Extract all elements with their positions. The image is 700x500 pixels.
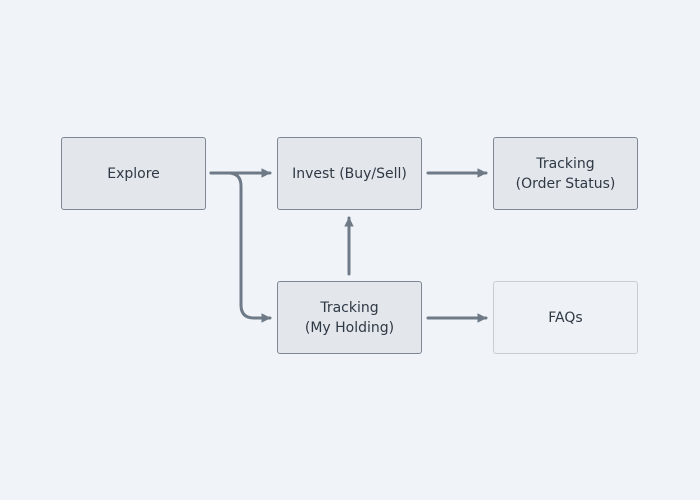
edge-explore-to-holding: [209, 171, 272, 323]
node-tracking-order-status: Tracking (Order Status): [493, 137, 638, 210]
node-invest: Invest (Buy/Sell): [277, 137, 422, 210]
node-explore: Explore: [61, 137, 206, 210]
node-explore-label: Explore: [107, 165, 160, 182]
node-invest-label: Invest (Buy/Sell): [292, 165, 407, 182]
node-faqs: FAQs: [493, 281, 638, 354]
node-tracking-my-holding-label: Tracking (My Holding): [304, 299, 395, 336]
node-faqs-label: FAQs: [548, 309, 583, 326]
node-tracking-order-status-label: Tracking (Order Status): [515, 155, 616, 192]
node-tracking-my-holding: Tracking (My Holding): [277, 281, 422, 354]
